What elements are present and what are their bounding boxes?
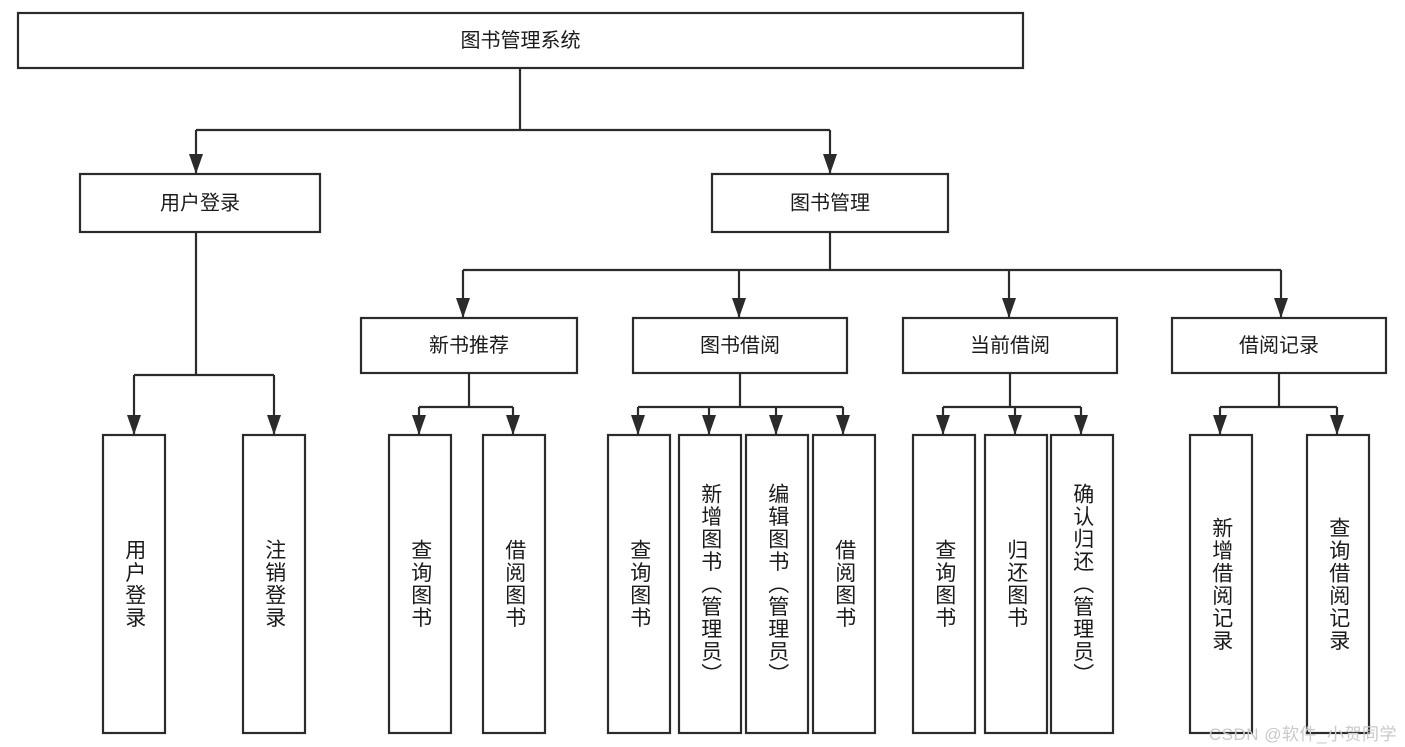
leaf-arrow-icon-1 [506,415,520,435]
node-user-login[interactable]: 用户登录 [78,172,322,234]
node-leaf-logout[interactable] [241,433,307,735]
leaf-arrow-icon-7 [1008,415,1022,435]
root-label: 图书管理系统 [461,29,581,52]
leaf-box[interactable] [1305,433,1371,735]
node-leaf-user-login[interactable] [101,433,167,735]
node-book-borrow[interactable]: 图书借阅 [631,316,849,375]
node-leaf-add-book-admin[interactable] [677,433,743,735]
leaf-box[interactable] [241,433,307,735]
user-login-arrow-icon-0 [127,415,141,435]
level1-box[interactable] [78,172,322,234]
level1-label: 用户登录 [160,191,240,214]
root-box[interactable] [16,11,1025,70]
leaf-box[interactable] [101,433,167,735]
level2-box[interactable] [631,316,849,375]
level2-box[interactable] [359,316,579,375]
level2-label: 图书借阅 [700,334,780,357]
level2-box[interactable] [901,316,1119,375]
leaf-box[interactable] [911,433,977,735]
node-leaf-borrow-books-rec[interactable] [481,433,547,735]
leaf-arrow-icon-8 [1074,415,1088,435]
leaf-box[interactable] [481,433,547,735]
level2-box[interactable] [1170,316,1388,375]
connectors-layer [127,68,1344,435]
leaf-box[interactable] [983,433,1049,735]
level1-box[interactable] [710,172,950,234]
node-leaf-query-books-borrow[interactable] [606,433,672,735]
level2-arrow-icon-0 [456,298,470,318]
leaf-box[interactable] [387,433,453,735]
level2-arrow-icon-1 [732,298,746,318]
level1-arrow-icon-1 [823,154,837,174]
node-leaf-return-book[interactable] [983,433,1049,735]
leaf-arrow-icon-4 [769,415,783,435]
level2-arrow-icon-3 [1274,298,1288,318]
node-book-management[interactable]: 图书管理 [710,172,950,234]
leaf-box[interactable] [677,433,743,735]
leaf-arrow-icon-0 [412,415,426,435]
node-current-borrow[interactable]: 当前借阅 [901,316,1119,375]
level2-label: 新书推荐 [429,334,509,357]
node-root[interactable]: 图书管理系统 [16,11,1025,70]
leaf-arrow-icon-10 [1330,415,1344,435]
node-leaf-borrow-book[interactable] [811,433,877,735]
leaf-arrow-icon-3 [702,415,716,435]
node-leaf-query-books-rec[interactable] [387,433,453,735]
csdn-watermark: CSDN @软件_小贺同学 [1208,725,1397,744]
leaf-box[interactable] [744,433,810,735]
leaf-box[interactable] [811,433,877,735]
level1-arrow-icon-0 [189,154,203,174]
level2-arrow-icon-2 [1002,298,1016,318]
node-leaf-add-borrow-record[interactable] [1188,433,1254,735]
user-login-arrow-icon-1 [267,415,281,435]
node-leaf-query-books-current[interactable] [911,433,977,735]
level1-label: 图书管理 [790,191,870,214]
level2-label: 当前借阅 [970,334,1050,357]
leaf-box[interactable] [606,433,672,735]
leaf-arrow-icon-9 [1213,415,1227,435]
node-leaf-confirm-return-admin[interactable] [1049,433,1115,735]
node-new-book-recommend[interactable]: 新书推荐 [359,316,579,375]
leaf-arrow-icon-5 [836,415,850,435]
leaf-arrow-icon-2 [631,415,645,435]
leaf-box[interactable] [1188,433,1254,735]
level2-label: 借阅记录 [1239,334,1319,357]
leaf-arrow-icon-6 [936,415,950,435]
node-leaf-query-borrow-record[interactable] [1305,433,1371,735]
node-leaf-edit-book-admin[interactable] [744,433,810,735]
node-borrow-records[interactable]: 借阅记录 [1170,316,1388,375]
leaf-box[interactable] [1049,433,1115,735]
